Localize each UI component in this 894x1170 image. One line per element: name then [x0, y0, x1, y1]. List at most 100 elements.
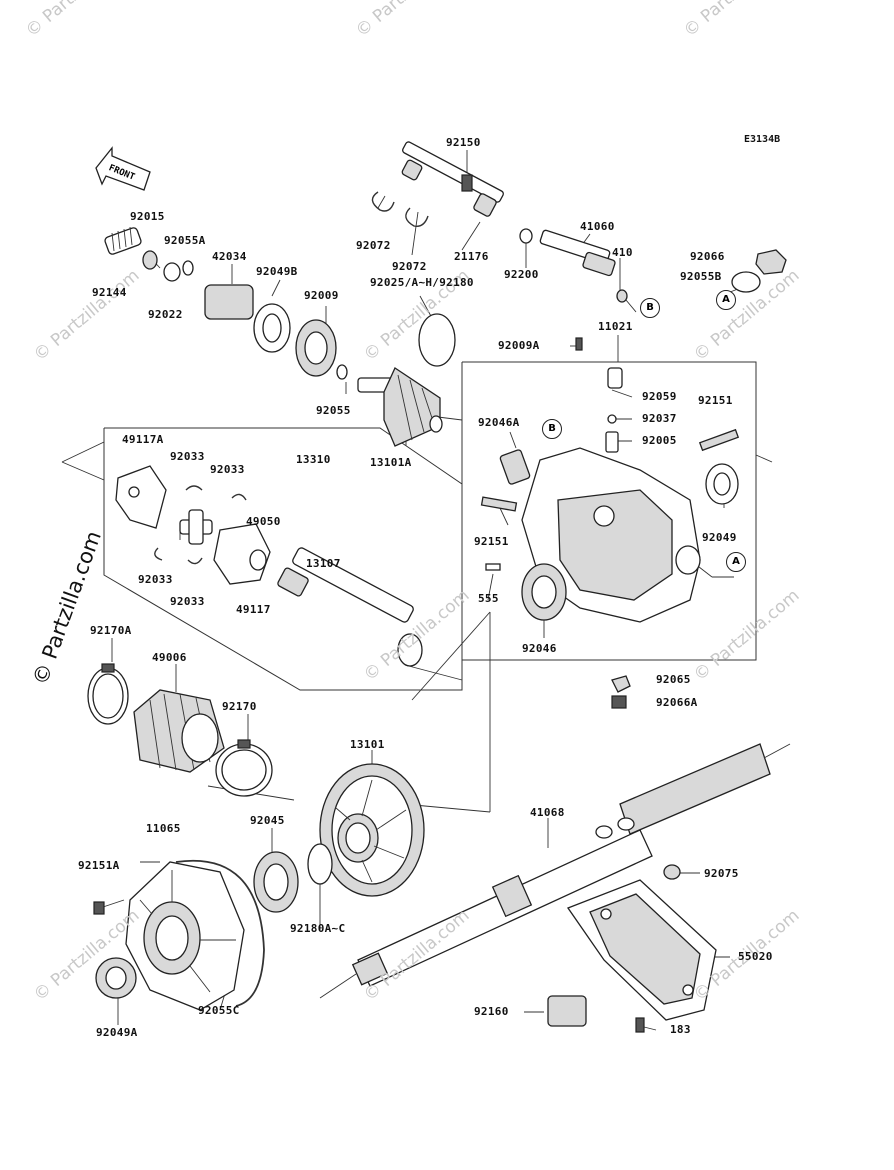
shaft-41060 — [539, 229, 616, 277]
label-92022[interactable]: 92022 — [148, 308, 183, 321]
label-92025[interactable]: 92025/A~H/92180 — [370, 276, 474, 289]
seal-92049A — [95, 957, 137, 999]
label-92037[interactable]: 92037 — [642, 412, 677, 425]
label-92075[interactable]: 92075 — [704, 867, 739, 880]
washer-92015 — [142, 250, 158, 270]
label-92170[interactable]: 92170 — [222, 700, 257, 713]
label-92059[interactable]: 92059 — [642, 390, 677, 403]
label-92055A[interactable]: 92055A — [164, 234, 206, 247]
label-41060[interactable]: 41060 — [580, 220, 615, 233]
label-49117A[interactable]: 49117A — [122, 433, 164, 446]
shim-92180 — [307, 843, 333, 885]
clip-92072b — [405, 207, 429, 227]
label-13101A[interactable]: 13101A — [370, 456, 412, 469]
label-92009A[interactable]: 92009A — [498, 339, 540, 352]
label-49117[interactable]: 49117 — [236, 603, 271, 616]
label-92180A-C[interactable]: 92180A~C — [290, 922, 346, 935]
washer-92022 — [163, 262, 181, 282]
label-55020[interactable]: 55020 — [738, 950, 773, 963]
label-92144[interactable]: 92144 — [92, 286, 127, 299]
clip-92037 — [607, 414, 617, 424]
oring-92055A — [182, 260, 194, 276]
label-92033[interactable]: 92033 — [170, 450, 205, 463]
label-92046[interactable]: 92046 — [522, 642, 557, 655]
label-92049A[interactable]: 92049A — [96, 1026, 138, 1039]
label-13107[interactable]: 13107 — [306, 557, 341, 570]
label-92049B[interactable]: 92049B — [256, 265, 298, 278]
label-41068[interactable]: 41068 — [530, 806, 565, 819]
breather-92005 — [605, 431, 619, 453]
boot-49006 — [133, 689, 225, 773]
oring-92055C — [175, 859, 265, 1007]
label-13101[interactable]: 13101 — [350, 738, 385, 751]
label-92200[interactable]: 92200 — [504, 268, 539, 281]
pinion-gear-13101A — [357, 367, 443, 447]
front-arrow-icon — [95, 146, 151, 191]
callout-a: A — [726, 552, 746, 572]
label-92066A[interactable]: 92066A — [656, 696, 698, 709]
label-92015[interactable]: 92015 — [130, 210, 165, 223]
callout-b: B — [640, 298, 660, 318]
label-92065[interactable]: 92065 — [656, 673, 691, 686]
label-92072[interactable]: 92072 — [356, 239, 391, 252]
shaft-group-box — [103, 427, 463, 691]
label-21176[interactable]: 21176 — [454, 250, 489, 263]
label-13310[interactable]: 13310 — [296, 453, 331, 466]
ring-gear-13101 — [319, 763, 425, 897]
label-92046A[interactable]: 92046A — [478, 416, 520, 429]
label-92033[interactable]: 92033 — [138, 573, 173, 586]
nut-410 — [616, 289, 628, 303]
label-92055[interactable]: 92055 — [316, 404, 351, 417]
clip-92033c — [154, 547, 163, 561]
clip-92033a — [185, 485, 203, 491]
washer-92065 — [611, 675, 631, 693]
label-11065[interactable]: 11065 — [146, 822, 181, 835]
clip-92033b — [231, 493, 247, 501]
label-92033[interactable]: 92033 — [210, 463, 245, 476]
label-92151A[interactable]: 92151A — [78, 859, 120, 872]
label-92072[interactable]: 92072 — [392, 260, 427, 273]
label-92055B[interactable]: 92055B — [680, 270, 722, 283]
label-92160[interactable]: 92160 — [474, 1005, 509, 1018]
label-92033[interactable]: 92033 — [170, 595, 205, 608]
pin-92059 — [607, 367, 623, 389]
plug-92009A — [575, 337, 583, 351]
callout-b: B — [542, 419, 562, 439]
label-92049[interactable]: 92049 — [702, 531, 737, 544]
cover-11065 — [125, 861, 245, 1011]
label-11021[interactable]: 11021 — [598, 320, 633, 333]
label-92150[interactable]: 92150 — [446, 136, 481, 149]
yoke-49117 — [213, 523, 271, 585]
label-92151[interactable]: 92151 — [698, 394, 733, 407]
label-92055C[interactable]: 92055C — [198, 1004, 240, 1017]
plug-92066 — [731, 249, 787, 293]
label-92005[interactable]: 92005 — [642, 434, 677, 447]
label-183[interactable]: 183 — [670, 1023, 691, 1036]
label-49050[interactable]: 49050 — [246, 515, 281, 528]
gearcase-11021 — [521, 447, 701, 623]
label-92066[interactable]: 92066 — [690, 250, 725, 263]
label-555[interactable]: 555 — [478, 592, 499, 605]
label-92170A[interactable]: 92170A — [90, 624, 132, 637]
label-410[interactable]: 410 — [612, 246, 633, 259]
callout-a: A — [716, 290, 736, 310]
shaft-21176 — [401, 141, 504, 217]
clamp-92170 — [215, 739, 273, 797]
diagram-code: E3134B — [744, 134, 781, 145]
label-92045[interactable]: 92045 — [250, 814, 285, 827]
shaft-13107 — [277, 547, 423, 667]
label-42034[interactable]: 42034 — [212, 250, 247, 263]
shim-92025 — [418, 313, 456, 367]
bolt-92150 — [461, 174, 473, 192]
bearing-92046A — [499, 449, 531, 485]
label-49006[interactable]: 49006 — [152, 651, 187, 664]
gearcase-group-box — [461, 361, 757, 661]
label-92009[interactable]: 92009 — [304, 289, 339, 302]
bolt-183 — [635, 1017, 645, 1033]
label-92151[interactable]: 92151 — [474, 535, 509, 548]
block-92160 — [547, 995, 587, 1027]
ujoint-49050 — [179, 509, 213, 545]
clip-92033d — [187, 557, 203, 565]
